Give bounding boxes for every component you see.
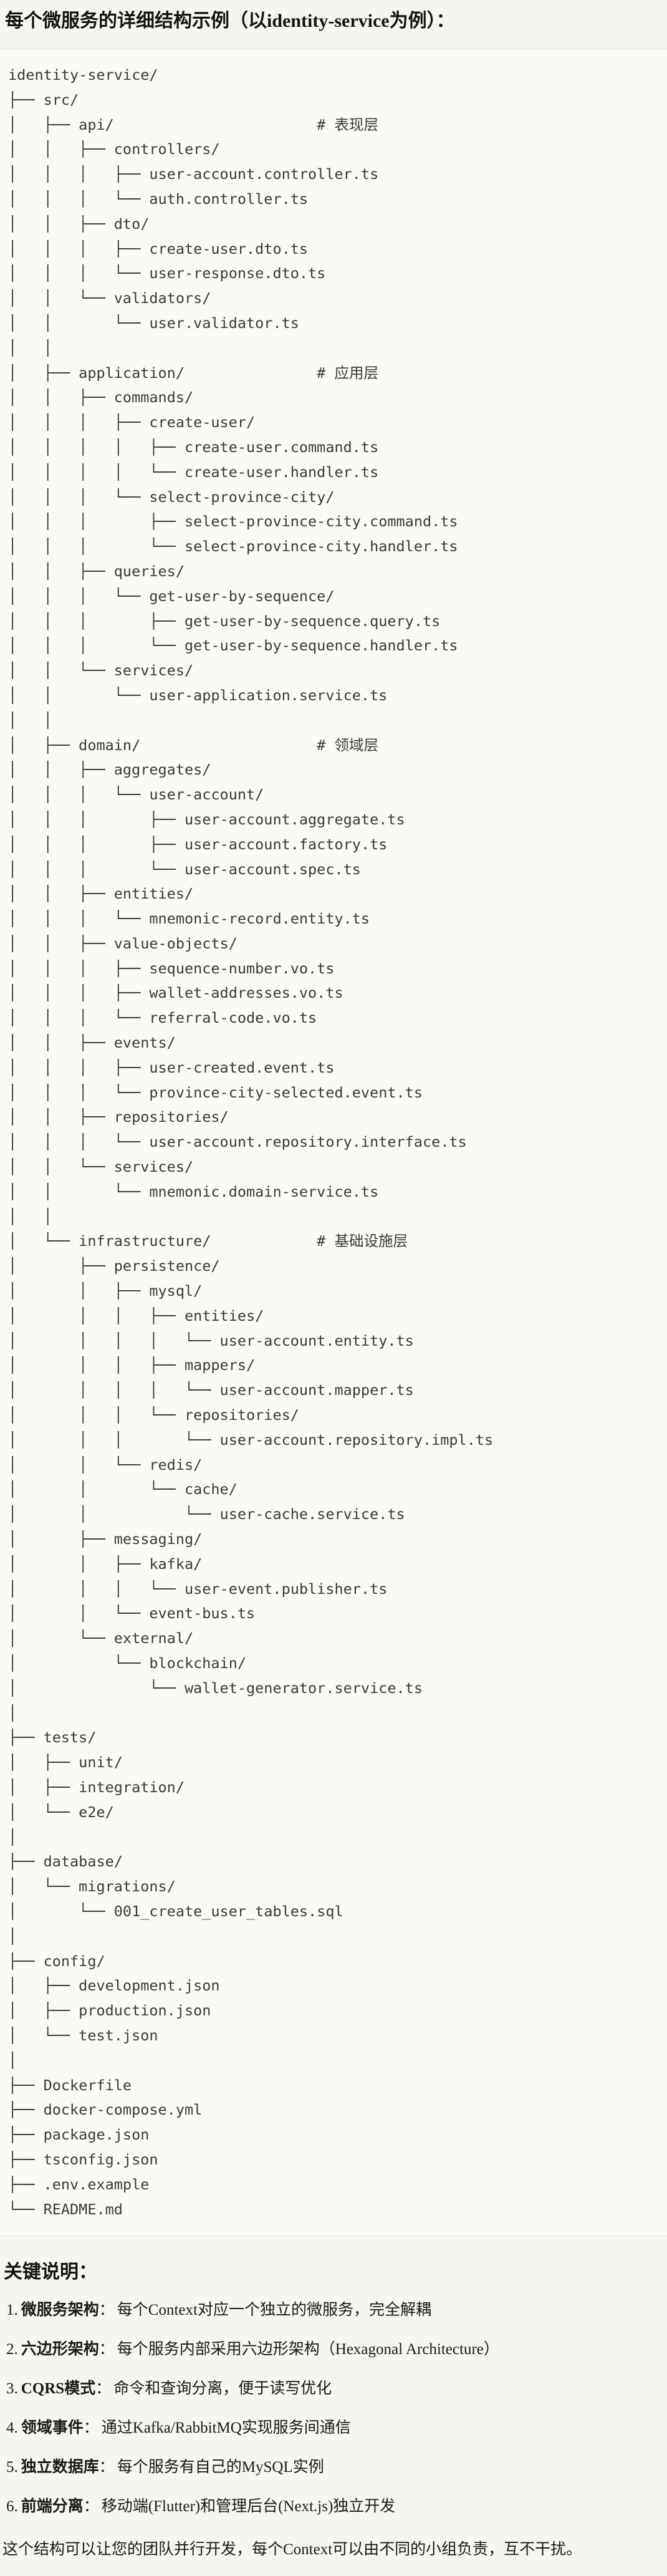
notes-list: 1.微服务架构：每个Context对应一个独立的微服务，完全解耦 2.六边形架构：… — [0, 2302, 667, 2514]
note-item: 1.微服务架构：每个Context对应一个独立的微服务，完全解耦 — [6, 2302, 431, 2319]
note-item: 5.独立数据库：每个服务有自己的MySQL实例 — [6, 2459, 324, 2476]
notes-heading: 关键说明： — [4, 2262, 97, 2283]
closing-paragraph: 这个结构可以让您的团队并行开发，每个Context可以由不同的小组负责，互不干扰… — [2, 2541, 582, 2559]
note-item: 3.CQRS模式：命令和查询分离，便于读写优化 — [6, 2380, 332, 2398]
note-item: 6.前端分离：移动端(Flutter)和管理后台(Next.js)独立开发 — [6, 2498, 396, 2516]
note-item: 4.领域事件：通过Kafka/RabbitMQ实现服务间通信 — [6, 2419, 351, 2437]
note-item: 2.六边形架构：每个服务内部采用六边形架构（Hexagonal Architec… — [6, 2341, 499, 2358]
code-block: identity-service/ ├── src/ │ ├── api/ # … — [0, 49, 667, 2237]
directory-tree: identity-service/ ├── src/ │ ├── api/ # … — [8, 66, 494, 2218]
page-title: 每个微服务的详细结构示例（以identity-service为例）： — [5, 11, 455, 31]
